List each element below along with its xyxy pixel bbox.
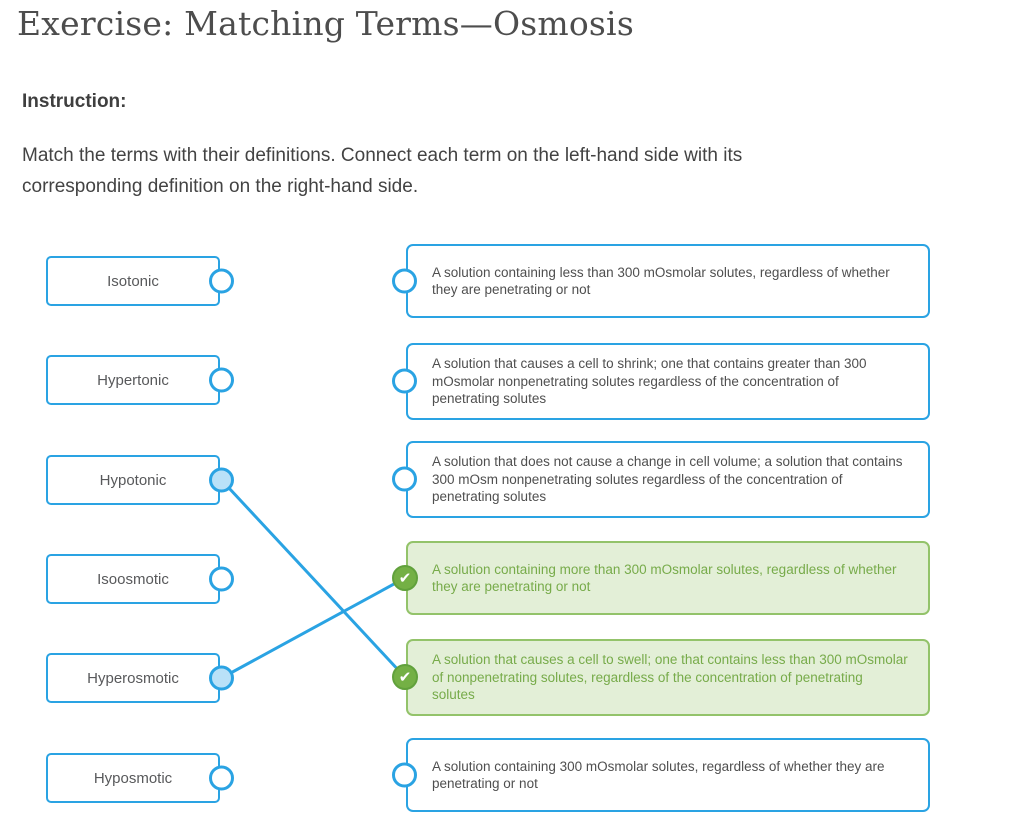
definition-more-than-300[interactable]: ✔ A solution containing more than 300 mO… (392, 541, 930, 615)
check-icon[interactable]: ✔ (392, 565, 418, 591)
definition-cell-swell[interactable]: ✔ A solution that causes a cell to swell… (392, 639, 930, 716)
instruction-heading: Instruction: (22, 91, 127, 112)
definition-connector-circle[interactable] (392, 268, 417, 294)
term-hyperosmotic[interactable]: Hyperosmotic (46, 653, 234, 703)
term-isotonic[interactable]: Isotonic (46, 256, 234, 306)
term-label: Hyperosmotic (87, 669, 179, 687)
page-title: Exercise: Matching Terms—Osmosis (17, 4, 634, 43)
term-connector-circle[interactable] (209, 367, 234, 393)
definition-connector-circle[interactable] (392, 466, 417, 492)
term-connector-circle[interactable] (209, 268, 234, 294)
term-connector-circle[interactable] (209, 765, 234, 791)
definition-text: A solution containing 300 mOsmolar solut… (432, 758, 885, 792)
definition-exactly-300[interactable]: A solution containing 300 mOsmolar solut… (392, 738, 930, 812)
term-connector-circle[interactable] (209, 665, 234, 691)
definition-text: A solution that causes a cell to shrink;… (432, 356, 867, 406)
definition-text: A solution containing more than 300 mOsm… (432, 561, 897, 595)
term-label: Isotonic (107, 272, 159, 290)
term-label: Isoosmotic (97, 570, 169, 588)
definition-cell-shrink[interactable]: A solution that causes a cell to shrink;… (392, 343, 930, 420)
term-hyposmotic[interactable]: Hyposmotic (46, 753, 234, 803)
check-icon[interactable]: ✔ (392, 664, 418, 691)
definition-less-than-300[interactable]: A solution containing less than 300 mOsm… (392, 244, 930, 318)
term-connector-circle[interactable] (209, 467, 234, 493)
definition-text: A solution that does not cause a change … (432, 454, 903, 504)
definition-text: A solution containing less than 300 mOsm… (432, 264, 890, 298)
term-label: Hypertonic (97, 371, 169, 389)
definition-connector-circle[interactable] (392, 368, 417, 394)
term-label: Hyposmotic (93, 769, 173, 787)
definition-text: A solution that causes a cell to swell; … (432, 652, 908, 702)
term-label: Hypotonic (99, 471, 167, 489)
instruction-text: Match the terms with their definitions. … (22, 145, 743, 197)
term-hypotonic[interactable]: Hypotonic (46, 455, 234, 505)
term-hypertonic[interactable]: Hypertonic (46, 355, 234, 405)
term-connector-circle[interactable] (209, 566, 234, 592)
definition-connector-circle[interactable] (392, 762, 417, 788)
definition-no-volume-change[interactable]: A solution that does not cause a change … (392, 441, 930, 518)
term-isoosmotic[interactable]: Isoosmotic (46, 554, 234, 604)
